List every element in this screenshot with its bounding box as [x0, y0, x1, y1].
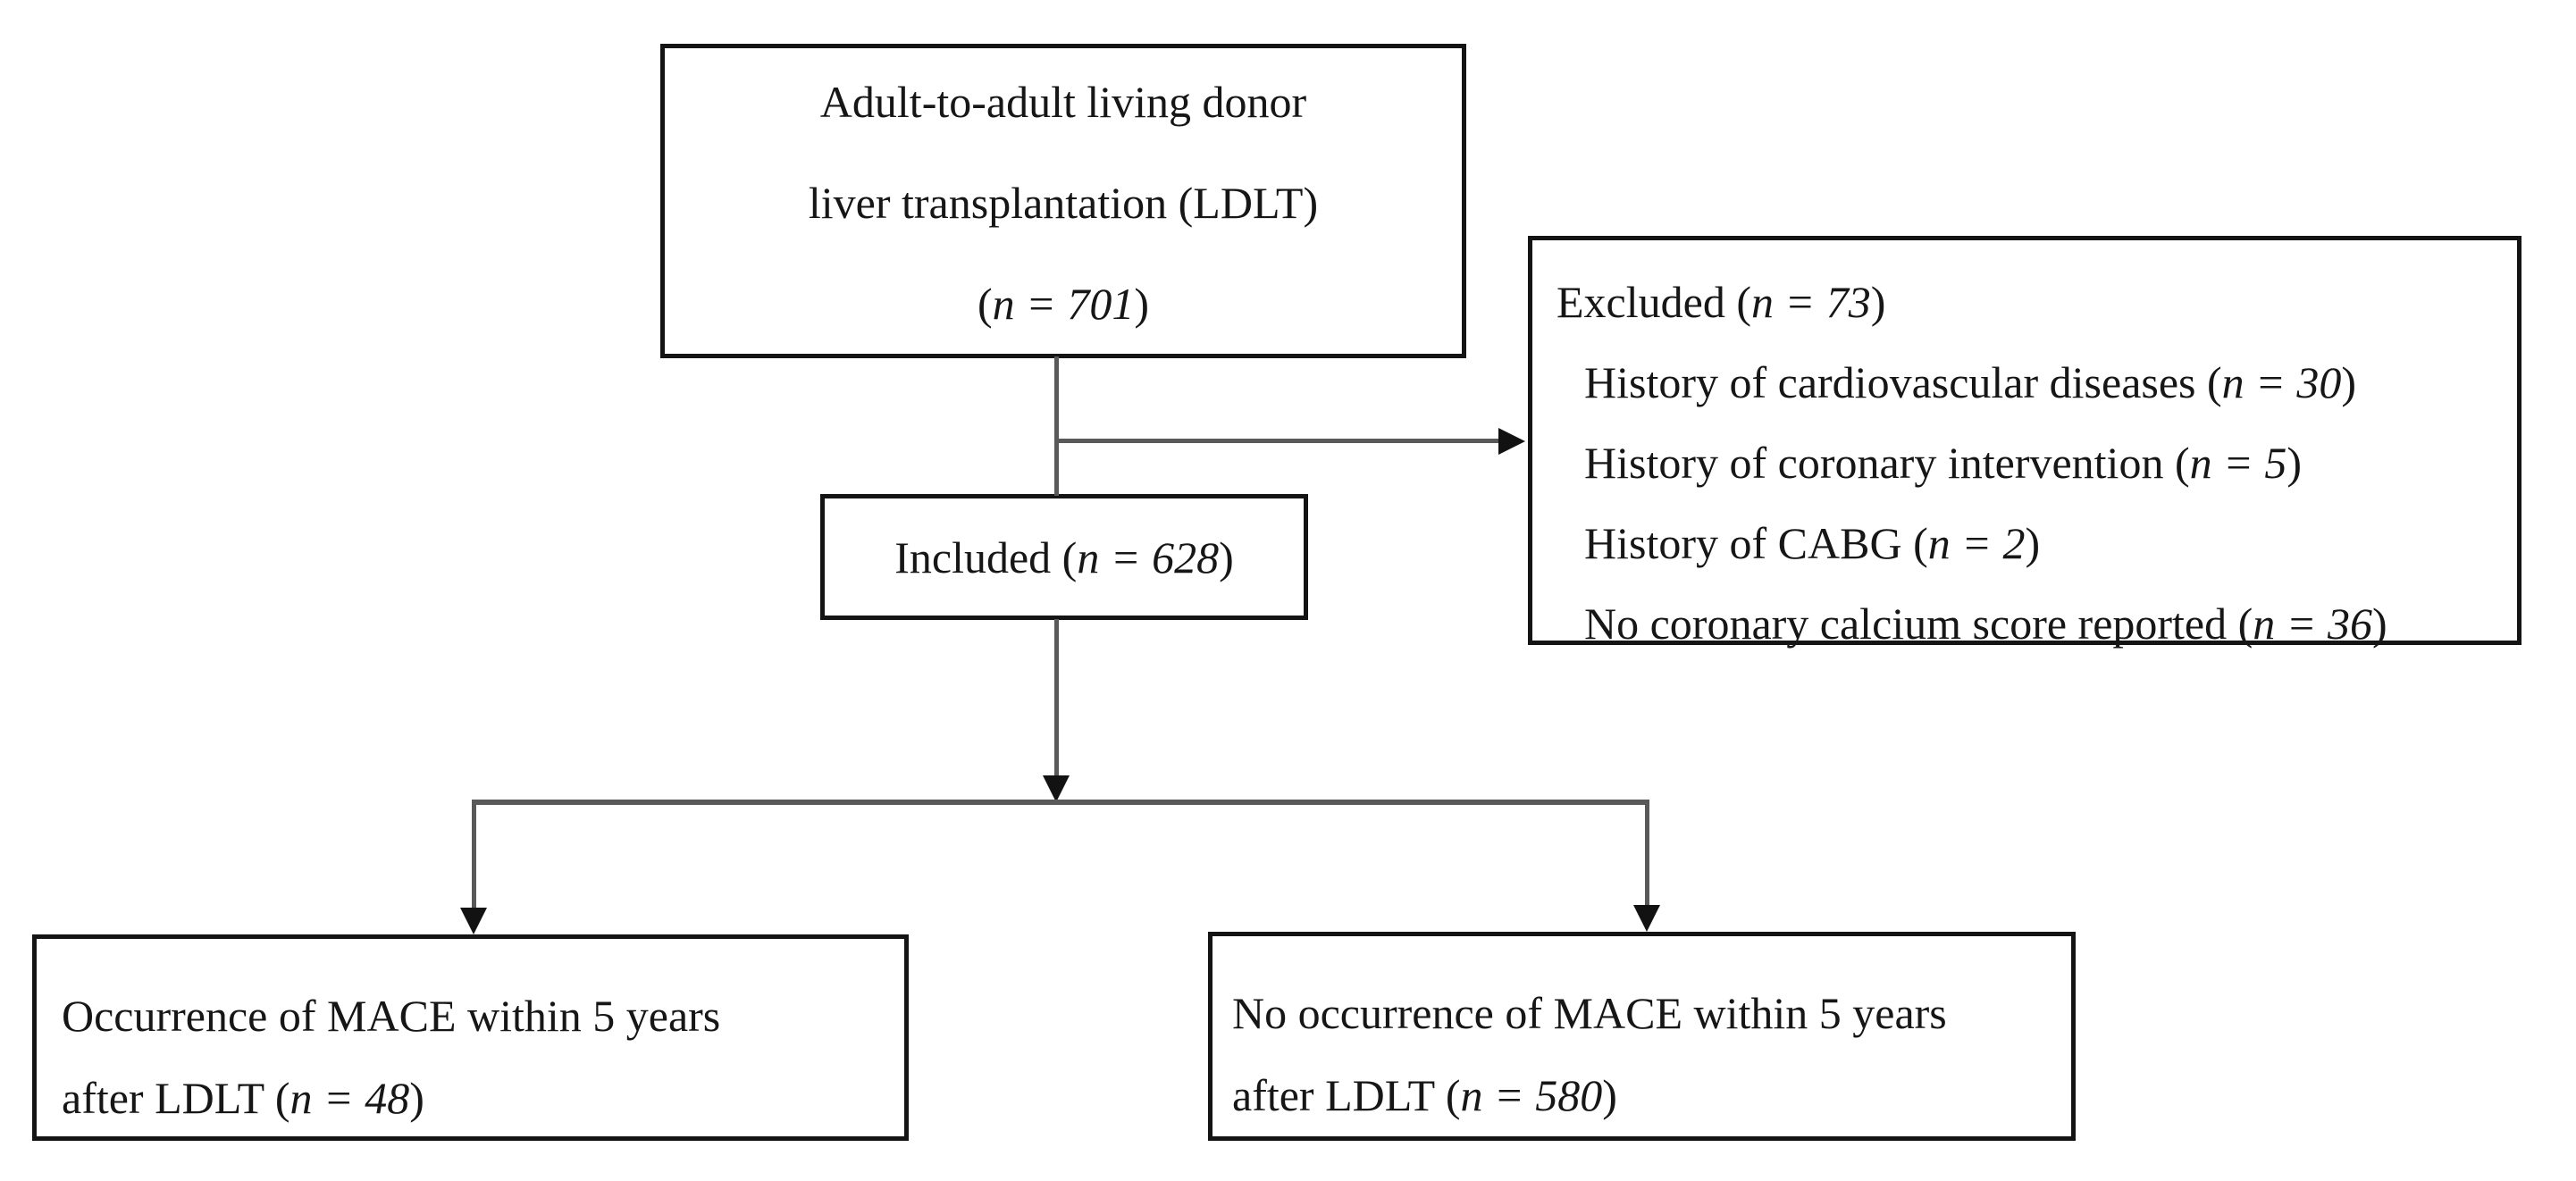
- text-fragment: ): [1870, 277, 1886, 327]
- arrowhead-down-left-icon: [460, 908, 487, 934]
- mace-occurrence-line1: Occurrence of MACE within 5 years: [62, 991, 721, 1041]
- included-label: Included (n = 628): [894, 532, 1233, 583]
- text-fragment: No coronary calcium score reported (: [1584, 599, 2253, 649]
- no-mace-occurrence-line2: after LDLT (n = 580): [1232, 1054, 2062, 1136]
- text-fragment: History of cardiovascular diseases (: [1584, 357, 2222, 407]
- arrowhead-right-icon: [1498, 428, 1525, 455]
- text-fragment: ): [2372, 599, 2387, 649]
- n-value: n = 5: [2189, 438, 2287, 488]
- text-fragment: ): [1134, 279, 1150, 329]
- n-value: n = 701: [992, 279, 1135, 329]
- arrowhead-down-right-icon: [1633, 905, 1660, 932]
- no-mace-occurrence-box: No occurrence of MACE within 5 years aft…: [1208, 932, 2076, 1141]
- excluded-item-cardiovascular: History of cardiovascular diseases (n = …: [1584, 342, 2508, 423]
- n-value: n = 30: [2221, 357, 2342, 407]
- text-fragment: after LDLT (: [1232, 1070, 1461, 1120]
- n-value: n = 73: [1750, 277, 1871, 327]
- ldlt-population-line1: Adult-to-adult living donor: [819, 77, 1307, 127]
- n-value: n = 628: [1077, 532, 1220, 582]
- connector-included-to-branch: [1054, 619, 1059, 775]
- text-fragment: Excluded (: [1557, 277, 1751, 327]
- excluded-heading: Excluded (n = 73): [1557, 262, 2508, 342]
- excluded-item-cabg: History of CABG (n = 2): [1584, 503, 2508, 583]
- text-fragment: ): [409, 1073, 424, 1123]
- text-fragment: Included (: [894, 532, 1078, 582]
- n-value: n = 580: [1460, 1070, 1603, 1120]
- connector-branch-to-left-box: [472, 800, 476, 909]
- connector-to-excluded: [1058, 439, 1498, 443]
- n-value: n = 36: [2253, 599, 2373, 649]
- ldlt-population-line2: liver transplantation (LDLT): [808, 178, 1319, 228]
- no-mace-occurrence-line1: No occurrence of MACE within 5 years: [1232, 988, 1947, 1038]
- mace-occurrence-line2: after LDLT (n = 48): [62, 1057, 895, 1139]
- n-value: n = 48: [289, 1073, 410, 1123]
- mace-occurrence-box: Occurrence of MACE within 5 years after …: [32, 934, 909, 1141]
- included-box: Included (n = 628): [820, 494, 1308, 620]
- branch-horizontal-bar: [472, 800, 1649, 805]
- text-fragment: (: [977, 279, 993, 329]
- n-value: n = 2: [1927, 518, 2026, 568]
- excluded-item-coronary-intervention: History of coronary intervention (n = 5): [1584, 423, 2508, 503]
- text-fragment: ): [2341, 357, 2357, 407]
- text-fragment: ): [1219, 532, 1234, 582]
- connector-top-to-included: [1054, 356, 1059, 496]
- excluded-box: Excluded (n = 73) History of cardiovascu…: [1528, 236, 2521, 649]
- excluded-item-no-calcium-score: No coronary calcium score reported (n = …: [1584, 583, 2508, 664]
- text-fragment: ): [2025, 518, 2041, 568]
- text-fragment: ): [1602, 1070, 1617, 1120]
- ldlt-population-count: (n = 701): [665, 254, 1462, 355]
- arrowhead-down-center-icon: [1043, 775, 1070, 802]
- text-fragment: after LDLT (: [62, 1073, 290, 1123]
- text-fragment: History of CABG (: [1584, 518, 1928, 568]
- ldlt-population-box: Adult-to-adult living donor liver transp…: [660, 44, 1466, 358]
- text-fragment: ): [2287, 438, 2302, 488]
- connector-branch-to-right-box: [1645, 800, 1649, 907]
- text-fragment: History of coronary intervention (: [1584, 438, 2190, 488]
